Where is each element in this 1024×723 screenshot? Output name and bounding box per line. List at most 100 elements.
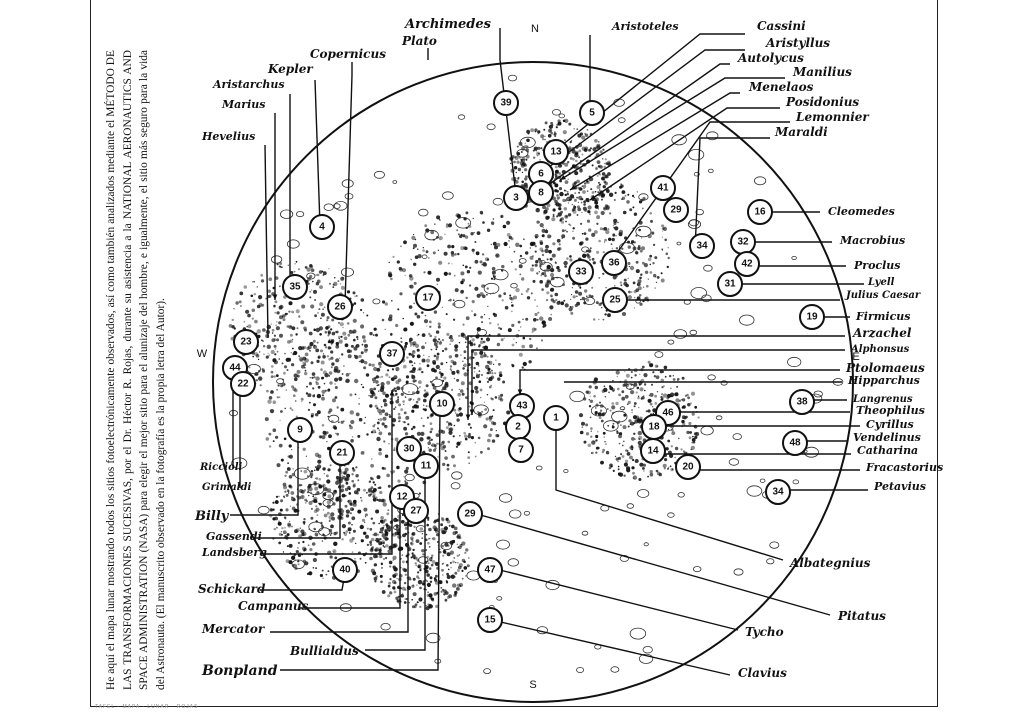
mare-speck [486,337,490,342]
mare-speck [415,539,420,543]
mare-speck [522,336,526,340]
mare-speck [386,369,390,372]
crater-rim [455,217,472,229]
mare-speck [582,253,587,258]
mare-speck [408,398,412,402]
mare-speck [329,381,333,385]
mare-speck [601,172,606,176]
mare-speck [369,527,373,531]
crater-name: Bullialdus [289,644,359,658]
page-frame [90,0,938,707]
mare-speck [400,408,404,412]
mare-speck [291,449,293,451]
mare-speck [667,439,671,443]
mare-speck [598,302,602,306]
mare-speck [571,203,574,206]
mare-speck [317,459,322,464]
mare-speck [630,446,634,449]
mare-speck [549,251,551,253]
mare-speck [392,565,396,569]
mare-speck [479,396,482,399]
mare-speck [293,270,296,273]
mare-speck [525,289,529,293]
mare-speck [441,388,444,392]
mare-speck [422,247,424,249]
mare-speck [424,569,429,574]
mare-speck [435,357,439,361]
mare-speck [278,321,282,325]
mare-speck [640,273,643,276]
mare-speck [410,353,414,357]
mare-speck [287,462,289,464]
mare-speck [324,373,329,378]
mare-speck [281,266,283,269]
mare-speck [649,402,653,406]
mare-speck [443,376,447,380]
mare-speck [388,273,393,278]
mare-speck [389,565,392,568]
mare-speck [554,173,557,176]
mare-speck [379,574,383,578]
mare-speck [293,373,298,378]
mare-speck [580,222,583,225]
mare-speck [558,187,563,191]
mare-speck [484,408,488,411]
crater-rim [642,646,653,654]
mare-speck [295,309,300,314]
mare-speck [694,435,698,439]
mare-speck [382,398,387,403]
mare-speck [323,343,327,347]
crater-name: Hevelius [201,130,255,143]
mare-speck [539,280,543,284]
mare-speck [467,451,470,454]
mare-speck [559,179,562,183]
mare-speck [419,605,422,609]
mare-speck [288,358,291,361]
mare-speck [544,324,547,326]
mare-speck [569,306,572,308]
mare-speck [448,272,452,276]
mare-speck [386,512,390,516]
mare-speck [291,497,296,502]
mare-speck [605,229,610,235]
mare-speck [347,354,352,359]
mare-speck [449,368,452,371]
mare-speck [410,345,412,347]
mare-speck [483,352,486,354]
mare-speck [459,234,463,239]
mare-speck [297,541,300,545]
mare-speck [448,422,451,425]
mare-speck [477,411,480,414]
mare-speck [455,213,460,218]
mare-speck [508,235,512,240]
mare-speck [452,435,455,438]
mare-speck [534,148,537,151]
crater-name: Tycho [745,625,784,639]
mare-speck [655,469,659,473]
mare-speck [279,285,281,288]
mare-speck [629,455,633,460]
mare-speck [308,494,310,497]
mare-speck [334,556,338,560]
mare-speck [649,472,654,477]
mare-speck [387,509,390,511]
mare-speck [642,286,645,288]
compass-east: E [852,351,859,363]
mare-speck [537,146,541,150]
mare-speck [272,508,275,511]
crater-rim [451,471,463,480]
mare-speck [417,577,420,580]
mare-speck [315,382,319,386]
mare-speck [651,231,655,235]
mare-speck [302,531,307,537]
mare-speck [444,233,446,235]
mare-speck [441,574,444,576]
mare-speck [388,581,391,585]
mare-speck [282,551,285,553]
crater-name: Cleomedes [828,205,895,218]
mare-speck [562,198,566,203]
mare-speck [382,391,386,396]
mare-speck [400,519,405,524]
mare-speck [306,267,311,272]
mare-speck [426,436,430,440]
